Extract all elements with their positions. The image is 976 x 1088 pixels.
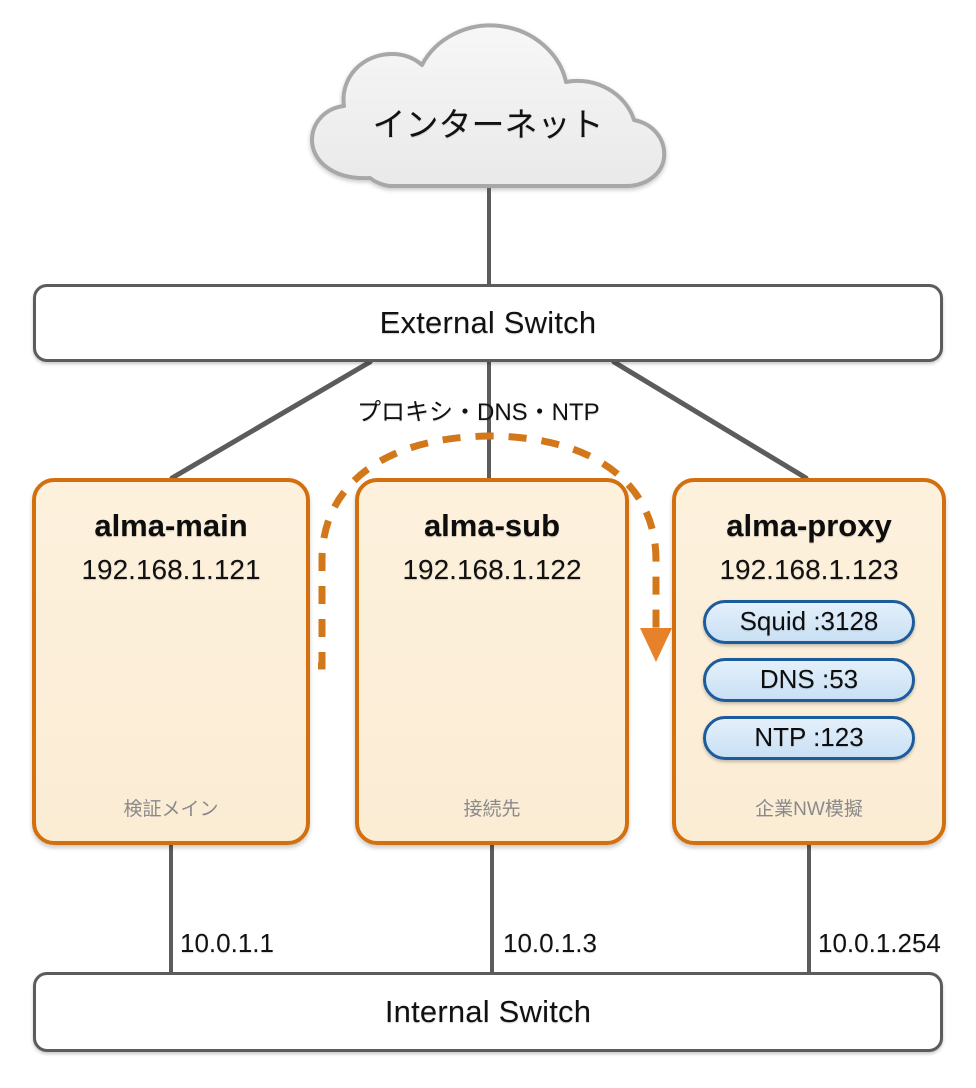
host-ip-alma-proxy: 192.168.1.123 [719,553,899,585]
host-title-alma-main: alma-main [94,508,248,543]
service-pill-squid[interactable]: Squid :3128 [703,599,915,644]
host-title-alma-proxy: alma-proxy [726,508,892,543]
external-switch-label: External Switch [379,305,597,340]
host-ip-alma-main: 192.168.1.121 [81,553,261,585]
host-node-alma-proxy[interactable]: alma-proxy 192.168.1.123 Squid :3128 DNS… [672,478,946,845]
external-switch-node[interactable]: External Switch [33,284,943,362]
service-pill-dns[interactable]: DNS :53 [703,657,915,702]
proxy-traffic-flow-arrow [318,432,672,670]
host-title-alma-sub: alma-sub [423,508,561,543]
host-caption-alma-main: 検証メイン [123,799,219,820]
host-ip-alma-sub: 192.168.1.122 [402,553,582,585]
host-caption-alma-sub: 接続先 [463,799,521,820]
internal-ip-label-alma-main: 10.0.1.1 [180,928,274,958]
service-pill-ntp[interactable]: NTP :123 [703,715,915,760]
host-node-alma-main[interactable]: alma-main 192.168.1.121 検証メイン [32,478,310,845]
service-pill-list: Squid :3128 DNS :53 NTP :123 [676,599,942,760]
internal-switch-label: Internal Switch [384,994,592,1029]
link-external-switch-to-alma-main [169,359,373,481]
link-external-switch-to-alma-proxy [611,359,809,481]
internal-ip-label-alma-proxy: 10.0.1.254 [818,928,941,958]
internet-cloud-icon [310,23,667,188]
uplink-services-label: プロキシ・DNS・NTP [357,399,600,426]
internal-switch-node[interactable]: Internal Switch [33,972,943,1052]
host-node-alma-sub[interactable]: alma-sub 192.168.1.122 接続先 [355,478,629,845]
host-caption-alma-proxy: 企業NW模擬 [755,799,863,820]
internal-ip-label-alma-sub: 10.0.1.3 [503,928,597,958]
